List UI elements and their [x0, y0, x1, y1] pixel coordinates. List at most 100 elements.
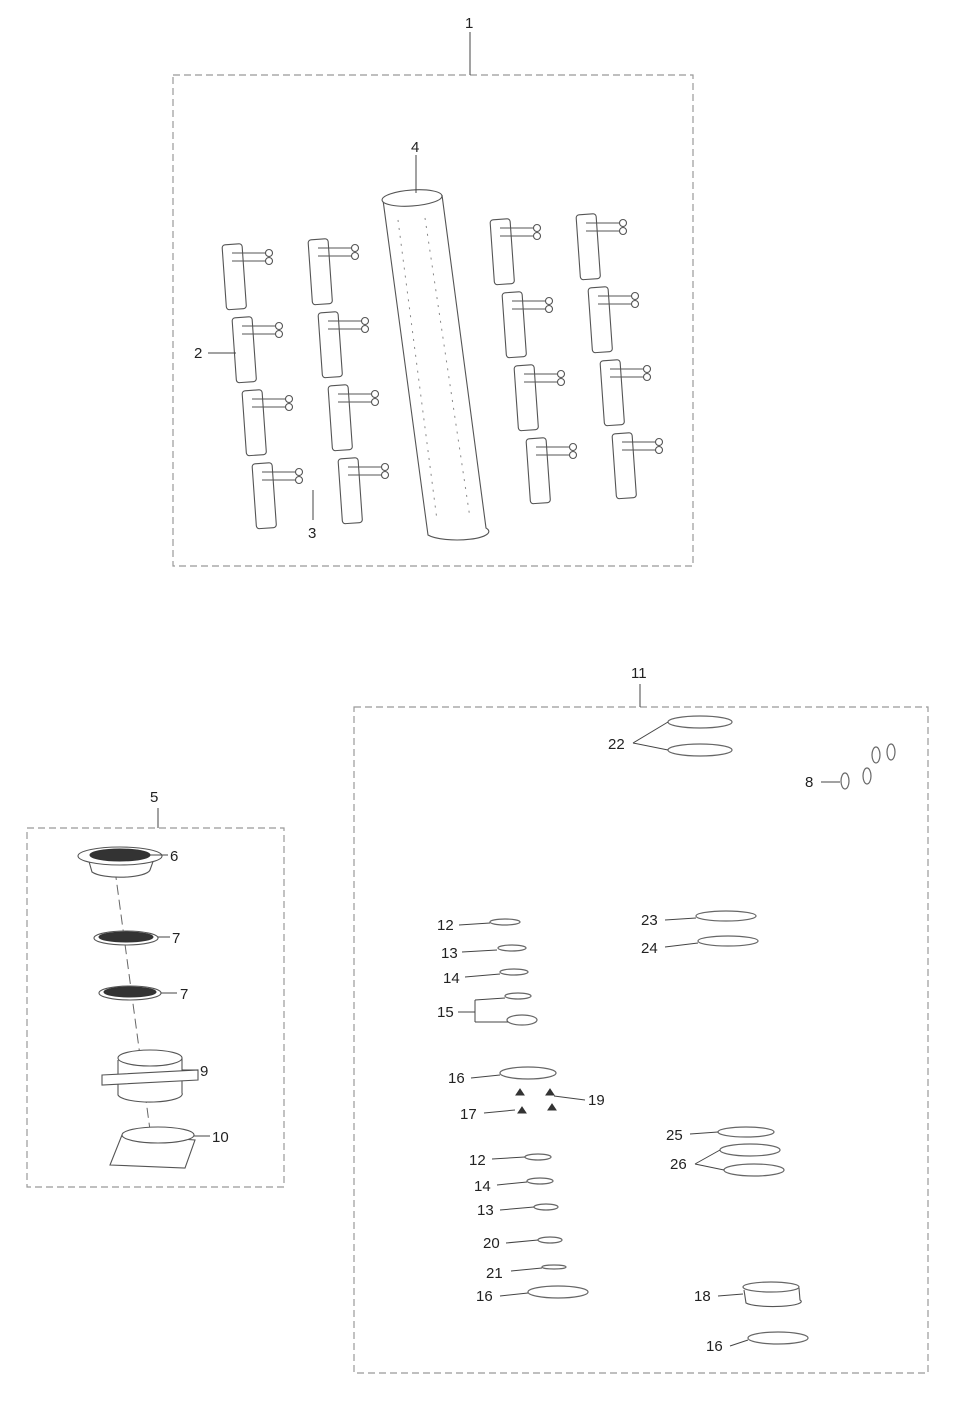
plate [575, 213, 628, 281]
callout-14: 14 [474, 1178, 491, 1195]
part-12 [489, 918, 521, 926]
part-26 [719, 1143, 781, 1157]
screw-icon [618, 218, 628, 228]
group-11: 11 2281213141523241617191214132021162526… [353, 665, 929, 1374]
part-21 [541, 1264, 567, 1270]
part-14 [499, 968, 529, 976]
plate [327, 384, 380, 452]
plate [231, 316, 284, 384]
callout-26: 26 [670, 1156, 687, 1173]
part-12 [524, 1153, 552, 1161]
plate [489, 218, 542, 286]
part-16 [527, 1285, 589, 1299]
plate [241, 389, 294, 457]
callout-17: 17 [460, 1106, 477, 1123]
callout-13: 13 [477, 1202, 494, 1219]
mounting-plates [221, 213, 664, 530]
screw-icon [274, 321, 284, 331]
callout-22: 22 [608, 736, 625, 753]
part-18 [742, 1281, 800, 1293]
part-24 [697, 935, 759, 947]
group-5: 5 6 7 7 9 10 [26, 789, 285, 1188]
plate [221, 243, 274, 311]
callout-20: 20 [483, 1235, 500, 1252]
screw-icon [654, 437, 664, 447]
screw-icon [380, 470, 390, 480]
small-o-ring [871, 746, 881, 764]
small-o-ring [862, 767, 872, 785]
screw-icon [532, 223, 542, 233]
callout-12: 12 [469, 1152, 486, 1169]
screw-icon [532, 231, 542, 241]
part-14 [526, 1177, 554, 1185]
screw-icon [568, 450, 578, 460]
plate [525, 437, 578, 505]
screw-icon [515, 1088, 525, 1096]
plate [513, 364, 566, 432]
tube [381, 189, 490, 541]
callout-8: 8 [805, 774, 813, 791]
screw-icon [556, 377, 566, 387]
screw-icon [545, 1088, 555, 1096]
screw-icon [618, 226, 628, 236]
callout-23: 23 [641, 912, 658, 929]
small-o-ring [840, 772, 850, 790]
part-26 [723, 1163, 785, 1177]
screw-icon [630, 291, 640, 301]
group-1: 1 4 2 3 [172, 15, 694, 567]
callout-3: 3 [308, 525, 316, 542]
screw-icon [547, 1103, 557, 1111]
screw-icon [284, 402, 294, 412]
callout-4: 4 [411, 139, 419, 156]
screw-icon [630, 299, 640, 309]
part-6 [77, 846, 163, 878]
plate [307, 238, 360, 306]
screw-icon [556, 369, 566, 379]
callout-1: 1 [465, 15, 473, 32]
callout-12: 12 [437, 917, 454, 934]
callout-13: 13 [441, 945, 458, 962]
callout-11: 11 [631, 665, 647, 682]
part-10 [109, 1126, 196, 1169]
plate [251, 462, 304, 530]
callout-14: 14 [443, 970, 460, 987]
screw-icon [544, 304, 554, 314]
screw-icon [274, 329, 284, 339]
screw-icon [642, 364, 652, 374]
callout-7: 7 [180, 986, 188, 1003]
part-20 [537, 1236, 563, 1244]
screw-icon [360, 316, 370, 326]
screw-icon [380, 462, 390, 472]
screw-icon [350, 243, 360, 253]
screw-icon [360, 324, 370, 334]
callout-2: 2 [194, 345, 202, 362]
screw-icon [544, 296, 554, 306]
plate [317, 311, 370, 379]
small-o-ring [886, 743, 896, 761]
part-25 [717, 1126, 775, 1138]
callout-24: 24 [641, 940, 658, 957]
plate [501, 291, 554, 359]
screw-icon [264, 256, 274, 266]
o-ring [667, 743, 733, 757]
screw-icon [654, 445, 664, 455]
part-7-upper [93, 930, 159, 946]
part-13 [497, 944, 527, 952]
screw-icon [517, 1106, 527, 1114]
screw-icon [642, 372, 652, 382]
screw-icon [294, 475, 304, 485]
callout-5: 5 [150, 789, 158, 806]
screw-icon [568, 442, 578, 452]
screw-icon [294, 467, 304, 477]
part-7-lower [98, 985, 162, 1001]
screw-icon [370, 397, 380, 407]
part-23 [695, 910, 757, 922]
screw-icon [284, 394, 294, 404]
part-9 [101, 1049, 199, 1103]
callout-9: 9 [200, 1063, 208, 1080]
callout-25: 25 [666, 1127, 683, 1144]
plate [337, 457, 390, 525]
callout-21: 21 [486, 1265, 503, 1282]
callout-16: 16 [448, 1070, 465, 1087]
